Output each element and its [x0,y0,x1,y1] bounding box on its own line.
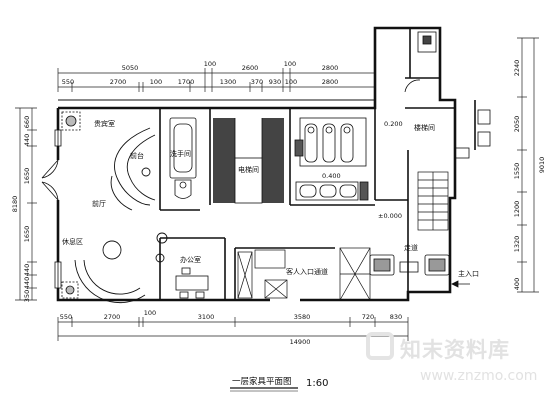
room-reception: 前台 [130,151,144,160]
rest-area-sofa [74,232,168,304]
dim-top-1-b: 100 [204,60,216,68]
dim-top-2-h: 100 [285,78,297,86]
watermark-title: 知末资料库 [400,338,510,362]
dim-left-d: 1650 [23,226,31,243]
dim-bottom-a: 550 [60,313,72,321]
dim-left-c: 1650 [23,168,31,185]
upper-washroom [404,31,491,159]
title-block: 一层家具平面图 1:60 [230,376,328,392]
room-washroom: 洗手间 [170,149,191,158]
room-elevator: 电梯间 [238,165,259,174]
dim-left-b: 440 [23,134,31,146]
dim-left-e: 440 [23,264,31,276]
dim-bottom-d: 3100 [198,313,215,321]
watermark-logo-icon [366,332,394,360]
dim-top-2-i: 2800 [322,78,339,86]
room-rest-area: 休息区 [62,237,83,246]
dim-right-c: 1550 [513,163,521,180]
dim-left-total: 8180 [11,196,19,213]
stairs [417,171,449,231]
dim-right-e: 1320 [513,236,521,253]
level-b: 0.400 [322,172,341,180]
dim-top-2-f: 370 [251,78,263,86]
entrance-arrow-icon [451,280,470,288]
dim-top-2-a: 550 [62,78,74,86]
elevator-shafts [213,118,284,204]
room-lobby: 前厅 [92,199,106,208]
left-windows [54,129,62,289]
staff-room-furniture [294,117,369,201]
level-a: 0.200 [384,120,403,128]
dim-top-2-g: 930 [269,78,281,86]
columns [61,111,81,299]
dim-top-1-c: 2600 [242,64,259,72]
dim-top-2-e: 1300 [220,78,237,86]
dim-top-2-c: 100 [150,78,162,86]
washroom-fixtures [169,117,197,199]
dim-bottom-b: 2700 [104,313,121,321]
right-dimension-labels: 2240 2050 1550 1200 1320 400 9010 [513,60,546,290]
interior-walls [159,28,476,300]
room-labels: 前台 前厅 休息区 贵宾室 洗手间 电梯间 办公室 客人入口通道 走道 楼梯间 … [62,119,479,278]
drawing-scale: 1:60 [306,378,328,389]
top-dimensions [57,68,376,92]
level-markers: 0.200 0.400 ±0.000 [322,120,403,220]
dim-left-f: 440 [23,277,31,289]
level-c: ±0.000 [378,212,402,220]
office-furniture [175,267,209,299]
dim-bottom-total: 14900 [290,338,311,346]
drawing-title: 一层家具平面图 [232,376,292,387]
dim-right-total: 9010 [538,157,546,174]
room-corridor: 走道 [404,243,418,252]
room-office: 办公室 [180,255,201,264]
dim-bottom-g: 830 [390,313,402,321]
dim-top-2-b: 2700 [110,78,127,86]
bottom-dimension-labels: 550 2700 100 3100 3580 720 830 14900 [60,309,402,346]
dim-right-a: 2240 [513,60,521,77]
dim-left-a: 660 [23,116,31,128]
left-dimension-labels: 660 440 1650 1650 440 440 350 8180 [11,116,31,302]
bottom-dimensions [57,317,409,341]
room-main-entrance: 主入口 [458,269,479,278]
dim-right-b: 2050 [513,116,521,133]
dim-bottom-c: 100 [144,309,156,317]
dim-top-1-d: 100 [284,60,296,68]
lounge-sofas [369,254,450,276]
top-dimension-labels: 5050 100 2600 100 2800 550 2700 100 1700… [62,60,338,86]
dim-top-1-e: 2800 [322,64,339,72]
right-dimensions [517,37,539,293]
room-vip: 贵宾室 [94,119,115,128]
left-dimensions [15,107,37,301]
room-stair-lobby: 楼梯间 [414,123,435,132]
dim-top-1-a: 5050 [122,64,139,72]
main-entrance-door [41,159,62,201]
dim-left-g: 350 [23,290,31,302]
dim-bottom-f: 720 [362,313,374,321]
dim-bottom-e: 3580 [294,313,311,321]
dim-right-d: 1200 [513,201,521,218]
dim-top-2-d: 1700 [178,78,195,86]
cabinets [237,247,371,301]
dim-right-f: 400 [513,278,521,290]
reception-desk [110,127,156,211]
watermark-url: www.znzmo.com [420,368,538,384]
room-guest-entrance: 客人入口通道 [286,267,328,276]
